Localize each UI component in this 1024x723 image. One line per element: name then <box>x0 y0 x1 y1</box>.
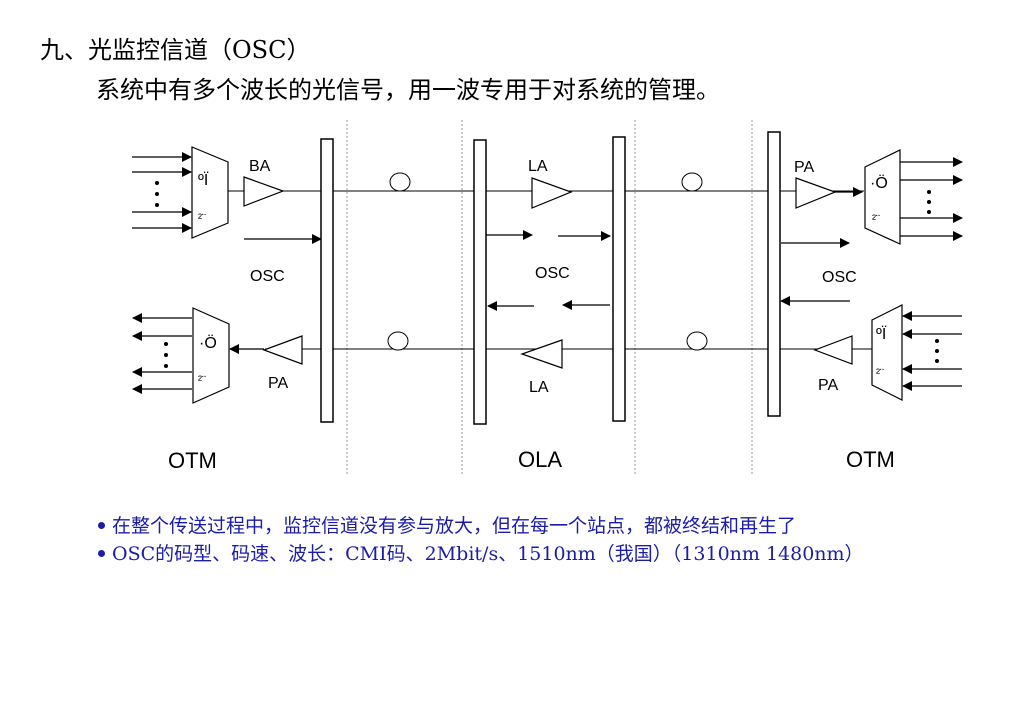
output-arrows-top-right <box>900 157 963 241</box>
la-label-bottom: LA <box>529 379 549 396</box>
osc-label-mid: OSC <box>535 265 570 282</box>
filter-bar-left <box>320 138 334 423</box>
ellipsis-dots <box>927 190 931 214</box>
filter-bar-mid-left <box>473 139 487 425</box>
filter-bars <box>320 131 781 425</box>
mux-glyph: ²¨ <box>876 366 884 380</box>
bullet-text: OSC的码型、码速、波长：CMI码、2Mbit/s、1510nm（我国）（131… <box>112 543 864 565</box>
ellipsis-dots <box>935 339 939 363</box>
section-label-ola: OLA <box>518 447 562 472</box>
booster-amplifier-triangle <box>243 176 285 207</box>
page-subtitle: 系统中有多个波长的光信号，用一波专用于对系统的管理。 <box>96 76 720 104</box>
osc-arrows-mid <box>486 230 611 311</box>
mux-glyph: ºÏ <box>876 325 887 343</box>
demux-top-right: ·Ö ²¨ <box>864 149 901 245</box>
page-title: 九、光监控信道（OSC） <box>40 36 311 64</box>
output-arrows-bottom-left <box>132 313 192 394</box>
osc-label-right: OSC <box>822 269 857 286</box>
bullet-dot <box>98 549 105 557</box>
pa-label-bottom-right: PA <box>818 377 838 394</box>
pa-label-top-right: PA <box>794 159 814 176</box>
input-arrows-bottom-right <box>902 311 962 391</box>
la-label-top: LA <box>528 158 548 175</box>
ellipsis-dots <box>164 342 168 368</box>
preamplifier-bottom-right <box>813 335 853 365</box>
preamplifier-top-right <box>795 177 837 209</box>
preamplifier-bottom-left <box>262 335 303 365</box>
section-label-otm-right: OTM <box>846 447 895 472</box>
ba-label: BA <box>249 158 271 175</box>
demux-glyph: ²¨ <box>198 373 206 387</box>
mux-bottom-right: ºÏ ²¨ <box>871 304 903 401</box>
filter-bar-right <box>767 131 781 417</box>
demux-glyph: ·Ö <box>199 334 217 352</box>
bullet-list: 在整个传送过程中，监控信道没有参与放大，但在每一个站点，都被终结和再生了 OSC… <box>98 512 864 568</box>
bullet-dot <box>98 521 105 529</box>
mux-glyph: ºÏ <box>198 171 209 189</box>
section-dividers <box>346 120 753 475</box>
fiber-span-circles <box>387 172 708 351</box>
demux-glyph: ²¨ <box>872 212 880 226</box>
section-label-otm-left: OTM <box>168 448 217 473</box>
bullet-text: 在整个传送过程中，监控信道没有参与放大，但在每一个站点，都被终结和再生了 <box>112 515 797 537</box>
filter-bar-mid-right <box>612 136 626 422</box>
line-amplifier-top <box>531 177 573 209</box>
pa-label-bottom-left: PA <box>268 375 288 392</box>
bullet-item: OSC的码型、码速、波长：CMI码、2Mbit/s、1510nm（我国）（131… <box>98 540 864 568</box>
ellipsis-dots <box>155 181 159 207</box>
osc-label-left: OSC <box>250 268 285 285</box>
demux-glyph: ·Ö <box>870 174 888 192</box>
demux-bottom-left: ·Ö ²¨ <box>192 307 230 404</box>
mux-top-left: ºÏ ²¨ <box>191 146 229 239</box>
input-arrows-top-left <box>132 152 192 233</box>
line-amplifier-bottom <box>520 339 563 369</box>
bullet-item: 在整个传送过程中，监控信道没有参与放大，但在每一个站点，都被终结和再生了 <box>98 512 864 540</box>
mux-glyph: ²¨ <box>198 211 206 225</box>
